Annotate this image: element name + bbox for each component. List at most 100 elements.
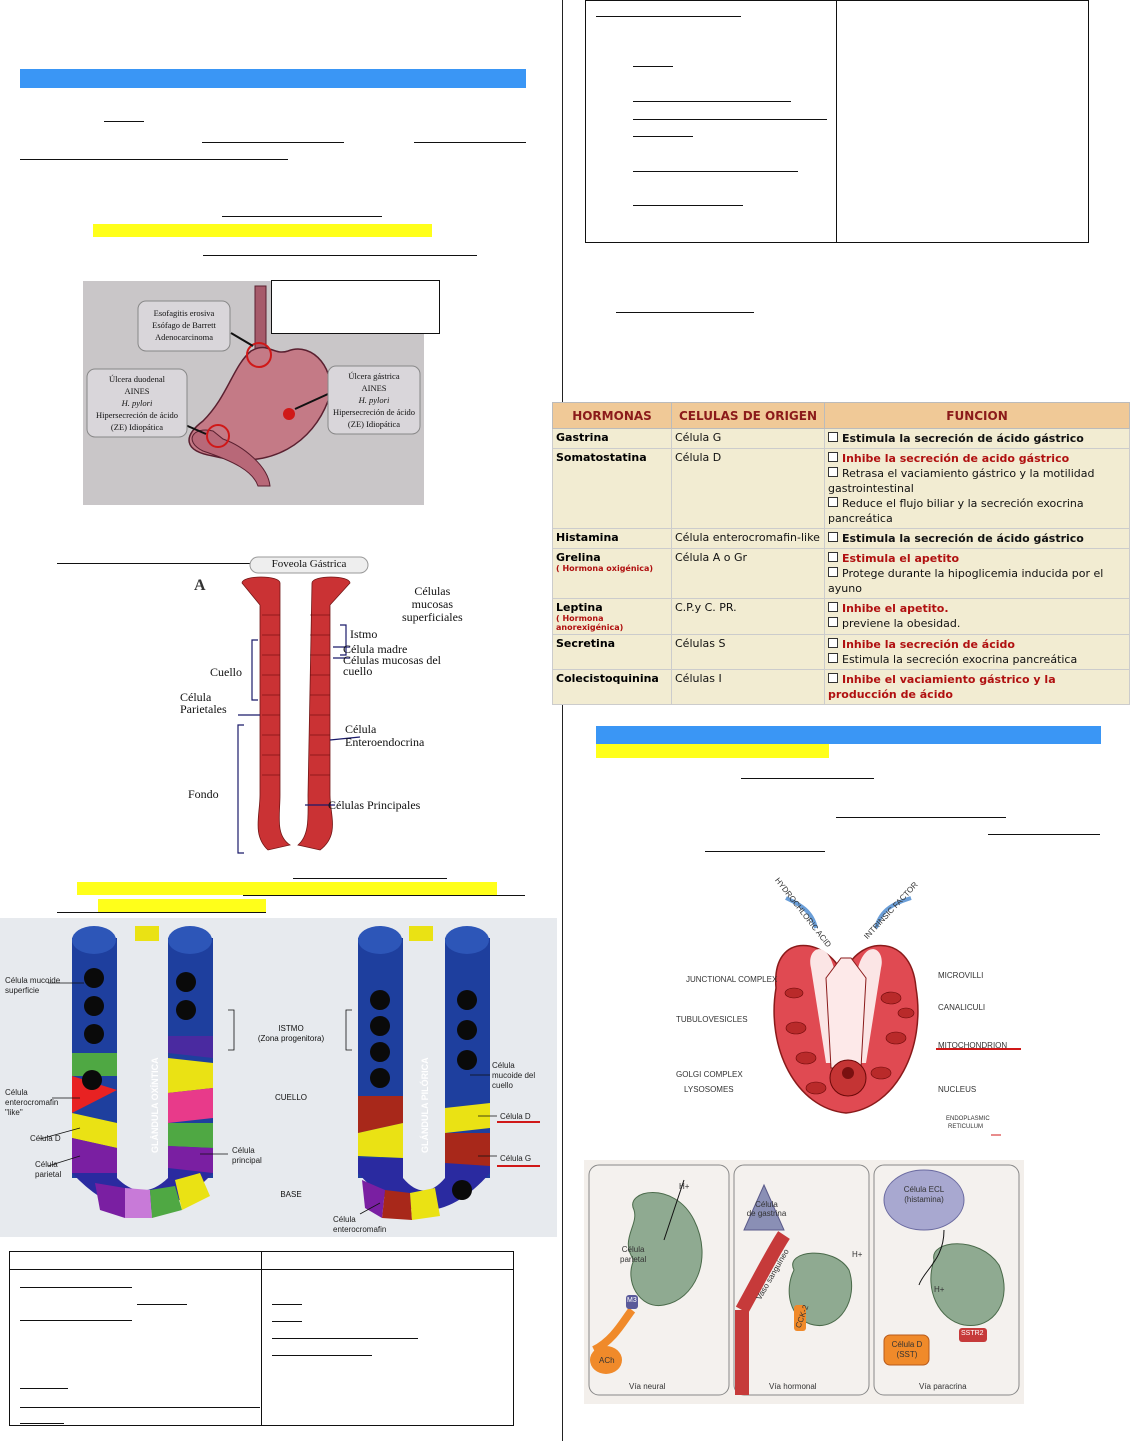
mucosas-line-2: mucosas xyxy=(411,597,453,611)
checkbox-icon xyxy=(828,532,838,542)
stomach-top-line-3: Adenocarcinoma xyxy=(154,332,214,342)
function-item: Retrasa el vaciamiento gástrico y la mot… xyxy=(828,466,1126,496)
hormone-origin-cell: Célula G xyxy=(671,428,825,449)
highlight-4 xyxy=(596,744,829,758)
stomach-right-line-2: AINES xyxy=(361,383,387,393)
hormone-name: Somatostatina xyxy=(556,451,647,464)
stomach-left-line-3: H. pylori xyxy=(121,398,153,408)
function-item: Estimula el apetito xyxy=(828,551,1126,566)
glands-diagram: GLÁNDULA OXÍNTICA GLÁNDULA PILÓRICA ISTM… xyxy=(0,918,557,1237)
checkbox-icon xyxy=(828,432,838,442)
bottom-left-table xyxy=(9,1251,514,1426)
checkbox-icon xyxy=(828,638,838,648)
istmo-mid-line-1: ISTMO xyxy=(278,1024,304,1033)
fondo-label: Fondo xyxy=(188,787,219,801)
tubulovesicles-label: TUBULOVESICLES xyxy=(676,1015,748,1024)
hormone-name: Secretina xyxy=(556,637,616,650)
entero-line-1: Célula xyxy=(345,722,377,736)
checkbox-icon xyxy=(828,452,838,462)
left-parietal-2: parietal xyxy=(35,1170,62,1179)
left-entero-1: Célula xyxy=(5,1088,28,1097)
mucosas-line-1: Células xyxy=(414,584,451,598)
hormone-subtitle: ( Hormona oxigénica) xyxy=(556,564,654,573)
left-celula-d: Célula D xyxy=(30,1134,61,1143)
oxintica-label: GLÁNDULA OXÍNTICA xyxy=(150,1057,160,1153)
underline-r5 xyxy=(705,851,825,852)
cuello-label: Cuello xyxy=(210,665,242,679)
underline-7 xyxy=(57,563,257,564)
underline-10 xyxy=(57,912,266,913)
checkbox-icon xyxy=(828,552,838,562)
right-celula-d: Célula D xyxy=(500,1112,531,1121)
underline-4 xyxy=(20,159,288,160)
golgi-label: GOLGI COMPLEX xyxy=(676,1070,743,1079)
cuello-mid-label: CUELLO xyxy=(274,1093,307,1102)
left-parietal-1: Célula xyxy=(35,1160,58,1169)
istmo-label: Istmo xyxy=(350,627,378,641)
stomach-left-line-2: AINES xyxy=(124,386,150,396)
function-item: previene la obesidad. xyxy=(828,616,1126,631)
mitochondrion-label: MITOCHONDRION xyxy=(938,1041,1008,1050)
function-text: Estimula la secreción de ácido gástrico xyxy=(842,532,1084,545)
principales-label: Células Principales xyxy=(328,798,421,812)
hormone-name-cell: Colecistoquinina xyxy=(552,669,672,705)
stomach-right-line-5: (ZE) Idiopática xyxy=(347,419,401,429)
er-label-2: RETICULUM xyxy=(948,1124,984,1130)
microvilli-label: MICROVILLI xyxy=(938,971,984,980)
lysosomes-label: LYSOSOMES xyxy=(684,1085,734,1094)
hormone-name-cell: Leptina( Hormona anorexigénica) xyxy=(552,598,672,635)
right-celula-g: Célula G xyxy=(500,1154,532,1163)
checkbox-icon xyxy=(828,673,838,683)
right-mucoide-1: Célula xyxy=(492,1061,515,1070)
function-text: Reduce el flujo biliar y la secreción ex… xyxy=(828,497,1084,525)
base-mid-label: BASE xyxy=(280,1190,302,1199)
hormone-origin-cell: Células I xyxy=(671,669,825,705)
function-text: Inhibe la secreción de ácido xyxy=(842,638,1015,651)
right-mucoide-3: cuello xyxy=(492,1081,513,1090)
stomach-right-line-1: Úlcera gástrica xyxy=(348,371,400,381)
entero-line-2: Enteroendocrina xyxy=(345,735,425,749)
hormone-origin-cell: Célula A o Gr xyxy=(671,548,825,599)
empty-box xyxy=(271,280,440,334)
hormone-origin-cell: Células S xyxy=(671,634,825,670)
left-mucoide-1: Célula mucoide xyxy=(5,976,61,985)
p3-ecl-2: (histamina) xyxy=(904,1195,944,1204)
hormone-function-cell: Estimula la secreción de ácido gástrico xyxy=(824,428,1130,449)
checkbox-icon xyxy=(828,567,838,577)
function-text: Retrasa el vaciamiento gástrico y la mot… xyxy=(828,467,1095,495)
highlight-1 xyxy=(93,224,432,237)
function-item: Inhibe la secreción de ácido xyxy=(828,637,1126,652)
section-header-bar-2 xyxy=(596,726,1101,744)
underline-5 xyxy=(222,216,382,217)
p3-sstr: SSTR2 xyxy=(961,1330,984,1337)
underline-r3 xyxy=(836,817,1006,818)
parietales-line-1: Célula xyxy=(180,690,212,704)
p2-cell-2: de gastrina xyxy=(746,1209,787,1218)
stomach-left-line-4: Hipersecreción de ácido xyxy=(95,410,179,420)
p1-cell-1: Célula xyxy=(621,1245,645,1254)
function-text: previene la obesidad. xyxy=(842,617,961,630)
hormone-name-cell: Secretina xyxy=(552,634,672,670)
hormone-name-cell: Histamina xyxy=(552,528,672,549)
function-item: Inhibe la secreción de acido gástrico xyxy=(828,451,1126,466)
hormone-function-cell: Inhibe el apetito. previene la obesidad. xyxy=(824,598,1130,635)
left-principal-2: principal xyxy=(232,1156,262,1165)
function-item: Inhibe el apetito. xyxy=(828,601,1126,616)
function-text: Inhibe el apetito. xyxy=(842,602,949,615)
hormone-row: Leptina( Hormona anorexigénica)C.P.y C. … xyxy=(552,598,1130,635)
function-item: Protege durante la hipoglicemia inducida… xyxy=(828,566,1126,596)
hormone-name: Leptina xyxy=(556,601,603,614)
function-text: Inhibe el vaciamiento gástrico y la prod… xyxy=(828,673,1056,701)
mucosas-cuello-line-1: Células mucosas del xyxy=(343,653,441,667)
pathway-figure: Célula parietal H+ M3 ACh Vía neural Cél… xyxy=(584,1160,1024,1404)
left-entero-3: "like" xyxy=(5,1108,23,1117)
checkbox-icon xyxy=(828,602,838,612)
foveola-label: Foveola Gástrica xyxy=(271,558,347,570)
hormone-origin-cell: Célula enterocromafin-like xyxy=(671,528,825,549)
